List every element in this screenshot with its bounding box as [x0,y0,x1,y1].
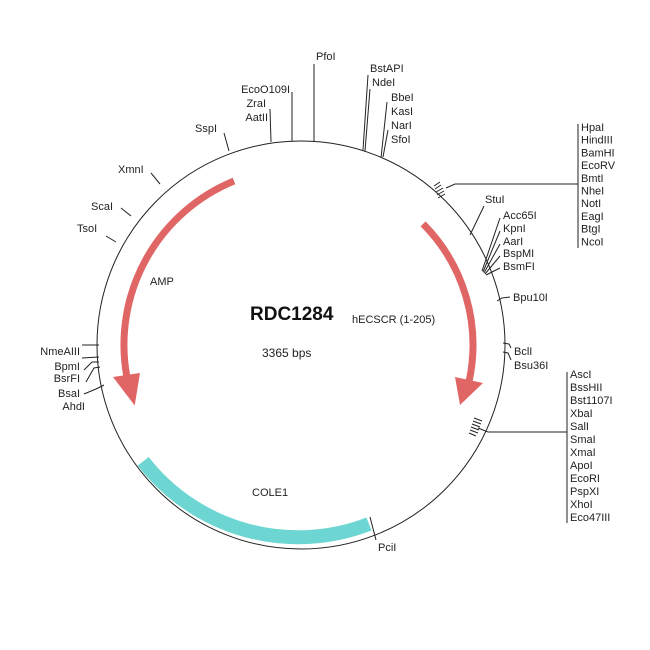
hecscr-arrow-head [455,377,483,405]
site-eagi[interactable]: EagI [581,211,604,223]
site-ecorv[interactable]: EcoRV [581,160,616,172]
site-acc65i[interactable]: Acc65I [503,210,537,222]
site-sfoi[interactable]: SfoI [391,134,411,146]
site-xhoi[interactable]: XhoI [570,499,593,511]
site-bsrfi[interactable]: BsrFI [54,373,80,385]
site-hpai[interactable]: HpaI [581,122,604,134]
site-line [382,129,389,158]
site-nhei[interactable]: NheI [581,186,604,198]
site-lines-left [81,344,105,395]
site-nari[interactable]: NarI [391,120,412,132]
site-line [380,101,388,159]
feature-hecscr[interactable] [420,221,483,405]
site-xmni[interactable]: XmnI [118,164,144,176]
mcs2-labels: AscI BssHII Bst1107I XbaI SalI SmaI XmaI… [570,369,613,524]
site-sali[interactable]: SalI [570,421,589,433]
site-xbai[interactable]: XbaI [570,408,593,420]
site-bamhi[interactable]: BamHI [581,147,615,159]
site-scai[interactable]: ScaI [91,201,113,213]
plasmid-size: 3365 bps [262,346,311,360]
site-xmai[interactable]: XmaI [570,447,596,459]
site-sspi[interactable]: SspI [195,123,217,135]
site-nmeaiii[interactable]: NmeAIII [40,346,80,358]
site-bsu36i[interactable]: Bsu36I [514,360,548,372]
site-aatii[interactable]: AatII [245,112,268,124]
feature-amp[interactable] [113,177,236,406]
site-line [369,516,377,541]
site-kpni[interactable]: KpnI [503,223,526,235]
site-kasi[interactable]: KasI [391,106,413,118]
site-asci[interactable]: AscI [570,369,591,381]
insert-label: hECSCR (1-205) [352,314,435,326]
site-bpu10i[interactable]: Bpu10I [513,292,548,304]
site-pspxi[interactable]: PspXI [570,486,599,498]
plasmid-name: RDC1284 [250,304,334,325]
site-lines-acc [481,217,501,276]
site-ahdi[interactable]: AhdI [62,401,85,413]
site-btgi[interactable]: BtgI [581,224,601,236]
site-stui[interactable]: StuI [485,194,505,206]
mcs1-labels: HpaI HindIII BamHI EcoRV BmtI NheI NotI … [581,122,616,248]
site-apoi[interactable]: ApoI [570,460,593,472]
site-bbei[interactable]: BbeI [391,92,414,104]
feature-cole1[interactable] [137,457,372,545]
site-bst1107i[interactable]: Bst1107I [570,395,613,407]
site-lines-bcl [502,342,512,361]
site-bcli[interactable]: BclI [514,346,532,358]
mcs-cluster-2 [468,372,568,523]
site-bstapi[interactable]: BstAPI [370,63,404,75]
site-eco0109i[interactable]: EcoO109I [241,84,290,96]
site-bsai[interactable]: BsaI [58,388,80,400]
site-eco47iii[interactable]: Eco47III [570,512,610,524]
site-zrai[interactable]: ZraI [246,98,266,110]
site-line [469,205,485,236]
site-line [269,108,272,143]
site-line [496,296,511,302]
site-ecori[interactable]: EcoRI [570,473,600,485]
site-lines-upleft [105,172,161,243]
site-bsshii[interactable]: BssHII [570,382,602,394]
site-smai[interactable]: SmaI [570,434,596,446]
site-line [223,132,230,152]
site-bspmi[interactable]: BspMI [503,248,534,260]
site-hindiii[interactable]: HindIII [581,135,613,147]
site-noti[interactable]: NotI [581,198,601,210]
amp-arrow-body [120,177,236,377]
cole1-label: COLE1 [252,487,288,499]
site-bsmfi[interactable]: BsmFI [503,261,535,273]
site-pfoi[interactable]: PfoI [316,51,336,63]
site-pcii[interactable]: PciI [378,542,396,554]
site-ncoi[interactable]: NcoI [581,236,604,248]
site-aari[interactable]: AarI [503,236,523,248]
hecscr-arrow-body [420,221,477,382]
site-line [362,74,369,151]
site-line [364,88,371,152]
site-bpmi[interactable]: BpmI [54,361,80,373]
site-ndei[interactable]: NdeI [372,77,395,89]
site-bmti[interactable]: BmtI [581,173,604,185]
amp-arrow-head [113,373,140,406]
mcs-cluster-1 [433,124,579,248]
site-tsoi[interactable]: TsoI [77,223,97,235]
amp-label: AMP [150,276,174,288]
